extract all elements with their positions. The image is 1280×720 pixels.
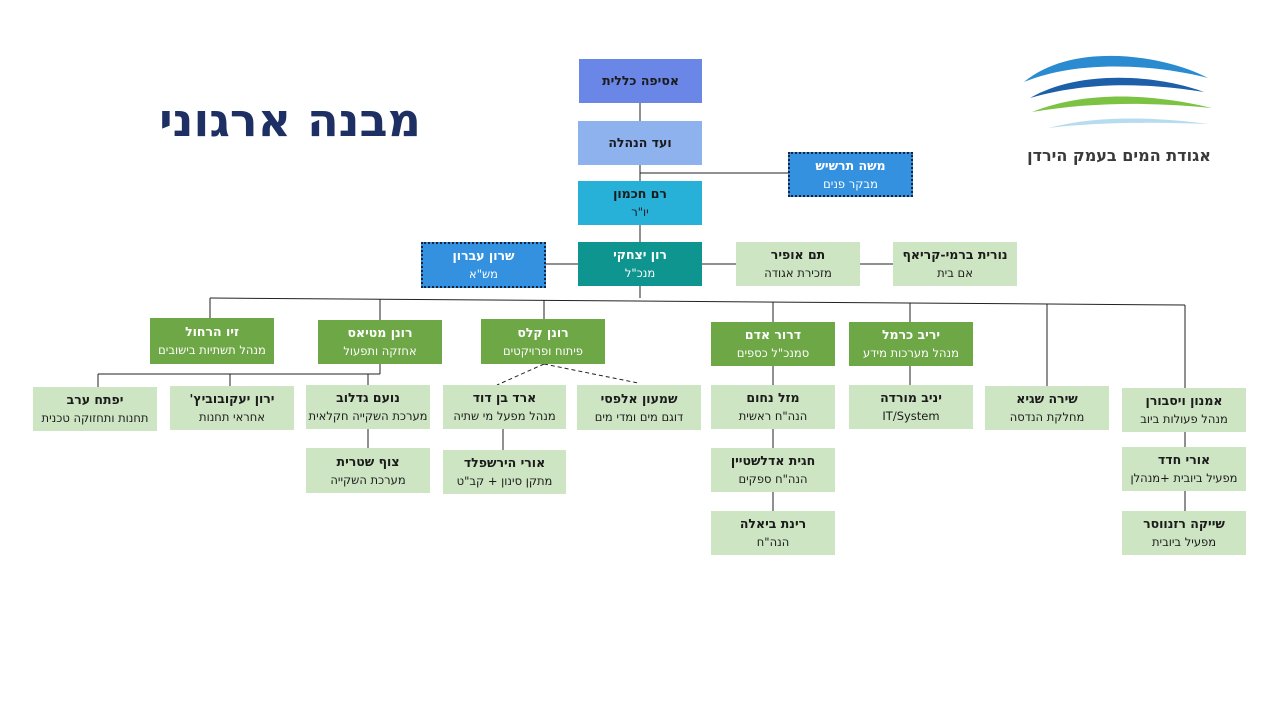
node-role: מפעיל ביובית +מנהלן	[1130, 471, 1238, 485]
node-name: מזל נחום	[746, 390, 800, 405]
node-role: מבקר פנים	[823, 176, 878, 191]
node-name: צוף שטרית	[336, 453, 400, 469]
logo-text: אגודת המים בעמק הירדן	[1027, 146, 1211, 165]
node-auditor: משה תרשיש מבקר פנים	[788, 152, 913, 197]
node-shira: שירה שגיא מחלקת הנדסה	[985, 386, 1109, 430]
node-name: ארד בן דוד	[472, 390, 537, 405]
node-name: אמנון ויסבורן	[1145, 393, 1223, 408]
node-amnon: אמנון ויסבורן מנהל פעולות ביוב	[1122, 388, 1246, 432]
node-role: מנהל תשתיות בישובים	[158, 343, 266, 357]
node-role: מנכ"ל	[624, 266, 656, 280]
node-yaniv: יניב מורדה IT/System	[849, 385, 973, 429]
node-rinat: רינת ביאלה הנה"ח	[711, 511, 835, 555]
node-ziv: זיו הרחול מנהל תשתיות בישובים	[150, 318, 274, 364]
node-name: שירה שגיא	[1016, 391, 1078, 406]
node-role: מחלקת הנדסה	[1009, 410, 1085, 424]
node-role: מנהל פעולות ביוב	[1140, 412, 1228, 426]
node-dror: דרור אדם סמנכ"ל כספים	[711, 322, 835, 366]
node-name: יריב כרמל	[881, 327, 941, 342]
node-secretary: תם אופיר מזכירת אגודה	[736, 242, 860, 286]
node-name: רם חכמון	[613, 186, 667, 201]
node-hagit: חגית אדלשטיין הנה"ח ספקים	[711, 448, 835, 492]
node-name: שרון עברון	[452, 248, 515, 263]
node-general-assembly: אסיפה כללית	[579, 59, 702, 103]
node-name: זיו הרחול	[185, 324, 239, 339]
node-yiftach: יפתח ערב תחנות ותחזוקה טכנית	[33, 387, 157, 431]
node-sheike: שייקה רזנווסר מפעיל ביובית	[1122, 511, 1246, 555]
node-tzuf: צוף שטרית מערכת השקיי‏ה	[306, 448, 430, 493]
node-board: ועד הנהלה	[578, 121, 702, 165]
node-role: הנה"ח ראשית	[738, 409, 808, 423]
node-role: מנהל מערכות מידע	[863, 346, 959, 360]
node-role: מזכירת אגודה	[764, 266, 832, 280]
node-ronen-k: רונן קלס פיתוח ופרויקטים	[481, 319, 605, 364]
node-role: יו"ר	[631, 205, 649, 219]
node-name: נורית ברמי-קריאף	[902, 247, 1008, 262]
node-role: מערכת השקיי‏ה	[330, 472, 406, 487]
node-name: אורי חדד	[1157, 452, 1211, 467]
node-name: שייקה רזנווסר	[1143, 516, 1225, 531]
node-name: אורי הירשפלד	[463, 455, 546, 470]
node-name: דרור אדם	[744, 327, 802, 342]
node-role: תחנות ותחזוקה טכנית	[41, 411, 149, 425]
node-role: אחראי תחנות	[199, 410, 265, 424]
node-name: אסיפה כללית	[602, 73, 679, 88]
logo-icon	[1024, 55, 1212, 128]
node-role: הנה"ח ספקים	[738, 472, 808, 486]
node-role: דוגם מים ומדי מים	[594, 409, 684, 424]
node-role: IT/System	[882, 409, 940, 423]
node-role: מתקן סינון + קב"ט	[456, 474, 553, 488]
node-uri-h: אורי הירשפלד מתקן סינון + קב"ט	[443, 450, 566, 494]
node-name: יניב מורדה	[880, 390, 942, 405]
node-chairman: רם חכמון יו"ר	[578, 181, 702, 225]
node-noam: נועם גדלוב מערכת השקיי‏ה חקלאית	[306, 385, 430, 429]
node-role: מפעיל ביובית	[1151, 535, 1217, 549]
node-shimon: שמעון אלפסי דוגם מים ומדי מים	[577, 385, 701, 430]
node-name: נועם גדלוב	[336, 390, 400, 405]
node-name: רונן קלס	[517, 324, 569, 340]
node-ronen-m: רונן מטיאס אחזקה ותפעול	[318, 320, 442, 364]
node-name: ועד הנהלה	[608, 135, 672, 150]
node-role: מערכת השקיי‏ה חקלאית	[308, 409, 428, 423]
node-hr: שרון עברון מש"א	[421, 242, 546, 288]
page-title: מבנה ארגוני	[159, 93, 421, 147]
node-role: מש"א	[469, 267, 498, 281]
node-erad: ארד בן דוד מנהל מפעל מי שתיה	[443, 385, 566, 429]
node-role: אם בית	[937, 266, 973, 280]
node-name: שמעון אלפסי	[600, 390, 678, 406]
node-name: חגית אדלשטיין	[730, 453, 816, 468]
node-housemother: נורית ברמי-קריאף אם בית	[893, 242, 1017, 286]
node-role: פיתוח ופרויקטים	[503, 343, 583, 358]
node-role: הנה"ח	[756, 535, 790, 549]
node-name: משה תרשיש	[815, 157, 886, 173]
node-name: רונן מטיאס	[347, 325, 413, 340]
node-name: יפתח ערב	[66, 392, 124, 407]
node-name: ירון יעקובוביץ'	[189, 391, 275, 406]
node-role: אחזקה ותפעול	[343, 344, 417, 358]
node-uri-c: אורי חדד מפעיל ביובית +מנהלן	[1122, 447, 1246, 491]
node-role: סמנכ"ל כספים	[736, 346, 810, 360]
node-name: תם אופיר	[770, 247, 826, 262]
node-ceo: רון יצחקי מנכ"ל	[578, 242, 702, 286]
node-role: מנהל מפעל מי שתיה	[453, 409, 556, 423]
node-yariv: יריב כרמל מנהל מערכות מידע	[849, 322, 973, 366]
node-yaron: ירון יעקובוביץ' אחראי תחנות	[170, 386, 294, 430]
node-name: רון יצחקי	[613, 247, 667, 262]
node-name: רינת ביאלה	[739, 516, 807, 531]
node-mazal: מזל נחום הנה"ח ראשית	[711, 385, 835, 429]
